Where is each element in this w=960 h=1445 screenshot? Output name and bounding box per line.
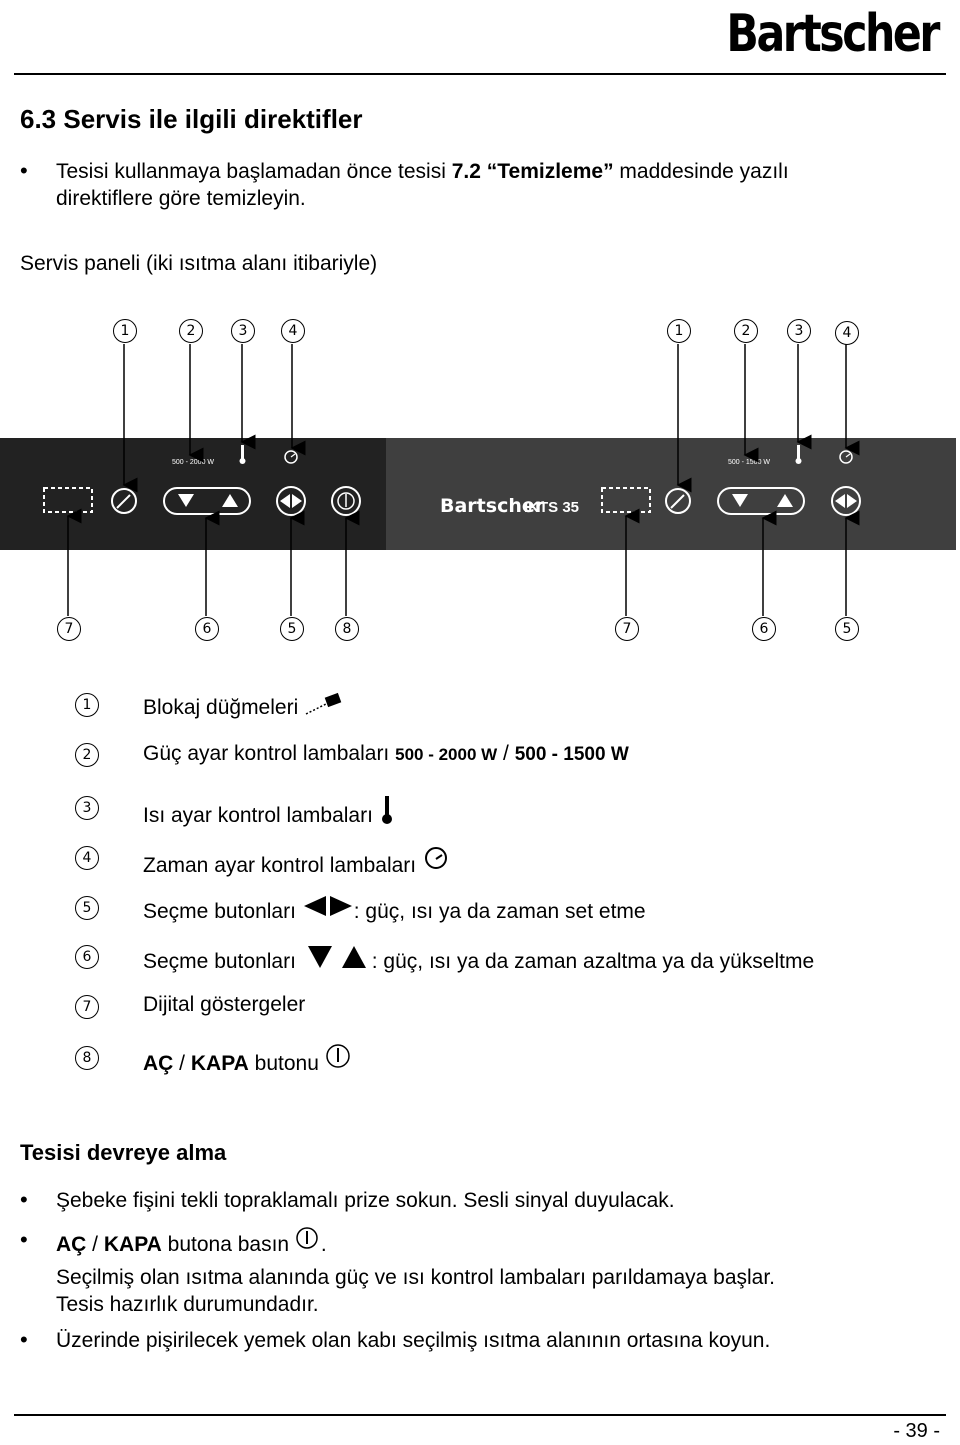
step-2-line3: Tesis hazırlık durumundadır.: [56, 1293, 319, 1316]
panel-caption: Servis paneli (iki ısıtma alanı itibariy…: [20, 252, 378, 275]
step-text: butona basın: [161, 1233, 295, 1256]
digital-display-left: [43, 487, 93, 513]
left-right-arrow-icon: [303, 896, 352, 916]
callout-4-right: 4: [835, 321, 859, 345]
legend-bold-off: KAPA: [190, 1052, 249, 1075]
callout-1-left: 1: [113, 319, 137, 343]
legend-num-8: 8: [75, 1046, 99, 1070]
legend-text: Isı ayar kontrol lambaları: [143, 804, 373, 827]
subheading: Tesisi devreye alma: [20, 1140, 227, 1165]
step-separator: /: [86, 1233, 104, 1256]
callout-7-left: 7: [57, 617, 81, 641]
legend-item-7: Dijital göstergeler: [143, 993, 306, 1016]
legend-separator: /: [173, 1052, 191, 1075]
header-rule: [14, 73, 946, 75]
step-3: Üzerinde pişirilecek yemek olan kabı seç…: [56, 1329, 771, 1352]
power-label-right: 500 - 1500 W: [728, 459, 770, 466]
callout-6-left: 6: [195, 617, 219, 641]
callout-3-left: 3: [231, 319, 255, 343]
bullet-dot: •: [20, 1227, 28, 1252]
callout-2-right: 2: [734, 319, 758, 343]
lock-key-icon: [305, 692, 342, 715]
up-arrow-icon: [222, 494, 238, 507]
step-2: AÇ / KAPA butona basın .: [56, 1227, 327, 1258]
legend-item-3: Isı ayar kontrol lambaları: [143, 796, 395, 829]
callout-2-left: 2: [179, 319, 203, 343]
legend-bold-on: AÇ: [143, 1052, 174, 1075]
legend-text: Seçme butonları: [143, 950, 296, 973]
left-right-arrow-icon: [280, 494, 302, 508]
bullet-dot: •: [20, 1327, 28, 1352]
step-bold-off: KAPA: [103, 1233, 162, 1256]
intro-ref-number: 7.2: [451, 160, 481, 183]
legend-num-6: 6: [75, 945, 99, 969]
legend-num-3: 3: [75, 796, 99, 820]
legend-desc: : güç, ısı ya da zaman set etme: [353, 900, 646, 923]
callout-3-right: 3: [787, 319, 811, 343]
intro-paragraph: Tesisi kullanmaya başlamadan önce tesisi…: [56, 158, 789, 212]
legend-text: Seçme butonları: [143, 900, 296, 923]
bullet-dot: •: [20, 158, 28, 183]
bullet-dot: •: [20, 1187, 28, 1212]
control-panel-right: [386, 438, 956, 550]
callout-7-right: 7: [615, 617, 639, 641]
step-bold-on: AÇ: [56, 1233, 87, 1256]
service-panel-diagram: 500 - 2000 W Bartscher IKTS 35 500 - 150…: [0, 344, 956, 616]
callout-5-left: 5: [280, 617, 304, 641]
down-up-buttons-right[interactable]: [717, 487, 805, 515]
legend-desc: : güç, ısı ya da zaman azaltma ya da yük…: [371, 950, 815, 973]
digital-display-right: [601, 487, 651, 513]
down-arrow-icon: [178, 494, 194, 507]
page-number: - 39 -: [893, 1420, 940, 1442]
intro-text-post: maddesinde yazılı: [613, 160, 789, 183]
legend-text: butonu: [248, 1052, 319, 1075]
legend-separator: /: [497, 742, 515, 765]
legend-text: Zaman ayar kontrol lambaları: [143, 854, 417, 877]
legend-item-6: Seçme butonları : güç, ısı ya da zaman a…: [143, 944, 814, 975]
intro-text: Tesisi kullanmaya başlamadan önce tesisi: [56, 160, 452, 183]
legend-text: Güç ayar kontrol lambaları: [143, 742, 390, 765]
panel-model: IKTS 35: [524, 499, 579, 516]
footer-rule: [14, 1414, 946, 1416]
callout-6-right: 6: [752, 617, 776, 641]
legend-item-5: Seçme butonları : güç, ısı ya da zaman s…: [143, 896, 646, 925]
callout-1-right: 1: [667, 319, 691, 343]
step-end: .: [320, 1233, 327, 1256]
callout-5-right: 5: [835, 617, 859, 641]
legend-item-1: Blokaj düğmeleri: [143, 692, 344, 721]
legend-power-value-1: 500 - 2000 W: [395, 745, 498, 764]
callout-8-left: 8: [335, 617, 359, 641]
section-heading: 6.3 Servis ile ilgili direktifler: [20, 104, 363, 134]
legend-num-1: 1: [75, 693, 99, 717]
step-2-line2: Seçilmiş olan ısıtma alanında güç ve ısı…: [56, 1266, 776, 1289]
thermometer-icon: [381, 796, 392, 824]
thermometer-icon: [241, 445, 244, 459]
legend-num-7: 7: [75, 995, 99, 1019]
legend-power-value-2: 500 - 1500 W: [514, 744, 629, 765]
panel-brand: Bartscher: [440, 495, 545, 517]
legend-num-2: 2: [75, 743, 99, 767]
legend-num-4: 4: [75, 846, 99, 870]
power-icon: [296, 1227, 318, 1249]
power-label-left: 500 - 2000 W: [172, 459, 214, 466]
callout-4-left: 4: [281, 319, 305, 343]
power-icon: [325, 1044, 350, 1068]
legend-item-2: Güç ayar kontrol lambaları 500 - 2000 W …: [143, 741, 629, 768]
legend-num-5: 5: [75, 896, 99, 920]
timer-icon: [424, 847, 447, 869]
intro-text-line2: direktiflere göre temizleyin.: [56, 187, 306, 210]
legend-item-8: AÇ / KAPA butonu: [143, 1044, 353, 1077]
legend-text: Blokaj düğmeleri: [143, 696, 299, 719]
intro-ref-title: “Temizleme”: [486, 160, 614, 183]
brand-logo: Bartscher: [726, 4, 940, 64]
down-up-arrow-icon: [307, 946, 366, 968]
step-1: Şebeke fişini tekli topraklamalı prize s…: [56, 1189, 675, 1212]
legend-item-4: Zaman ayar kontrol lambaları: [143, 846, 452, 879]
